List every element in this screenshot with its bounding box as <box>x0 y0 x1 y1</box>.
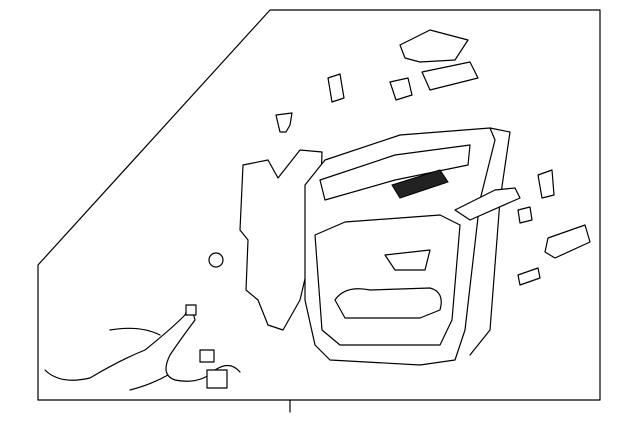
switch-bezel <box>391 169 449 199</box>
mirror-switch <box>421 61 479 91</box>
frame-outline <box>37 9 601 401</box>
window-switch-assembly <box>399 29 469 63</box>
armrest <box>334 287 442 319</box>
handle-bezel <box>544 224 591 259</box>
upper-trim-strip <box>319 144 471 201</box>
harness-connector <box>185 304 197 316</box>
lock-switch <box>389 77 413 101</box>
small-cap <box>517 206 533 224</box>
inside-handle <box>454 187 521 221</box>
wiring-harness <box>44 308 241 391</box>
harness-connector <box>206 369 228 389</box>
grommet <box>208 252 224 268</box>
door-bracket <box>239 149 323 331</box>
harness-connector <box>199 349 215 363</box>
push-pin-fastener <box>275 112 293 133</box>
reflector-lamp <box>517 267 541 286</box>
door-trim-panel <box>304 127 496 366</box>
wire-clip <box>537 169 555 199</box>
door-trim-inner-panel <box>314 214 461 346</box>
clip-bracket <box>327 73 345 103</box>
door-pull-pocket <box>384 249 431 271</box>
